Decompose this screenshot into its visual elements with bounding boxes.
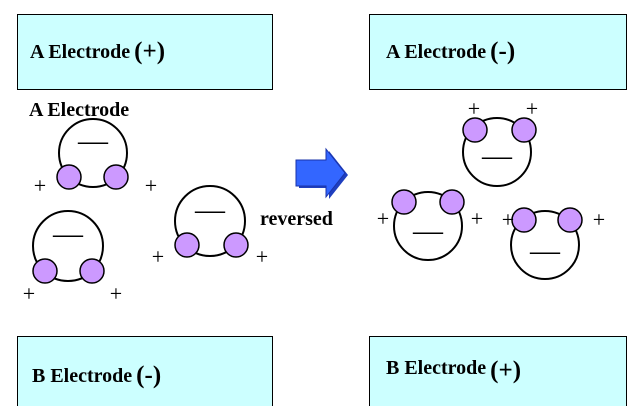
positive-charge: + bbox=[593, 207, 605, 232]
box-title: B Electrode bbox=[32, 364, 133, 387]
positive-charge: + bbox=[471, 206, 483, 231]
b-electrode-positive-box: B Electrode(+) bbox=[369, 336, 627, 406]
positive-charge: + bbox=[377, 206, 389, 231]
ion bbox=[462, 117, 488, 143]
negative-charge: — bbox=[412, 214, 444, 247]
positive-charge: + bbox=[145, 173, 157, 198]
reversed-label: reversed bbox=[260, 208, 333, 230]
polarity-sign: (+) bbox=[490, 357, 522, 384]
positive-charge: + bbox=[468, 96, 480, 121]
positive-charge: + bbox=[526, 96, 538, 121]
ion bbox=[223, 232, 249, 258]
box-title: B Electrode bbox=[386, 357, 487, 379]
positive-charge: + bbox=[110, 281, 122, 306]
negative-charge: — bbox=[52, 217, 84, 250]
particle-right-1: — + + bbox=[462, 96, 538, 187]
right-arrow-icon bbox=[295, 147, 348, 199]
polarity-sign: (+) bbox=[134, 38, 166, 65]
particle-right-2: — + + bbox=[377, 189, 483, 261]
ion bbox=[32, 258, 58, 284]
ion bbox=[511, 117, 537, 143]
positive-charge: + bbox=[152, 244, 164, 269]
ion bbox=[174, 232, 200, 258]
negative-charge: — bbox=[481, 139, 513, 172]
a-electrode-negative-box: A Electrode(-) bbox=[369, 14, 627, 90]
positive-charge: + bbox=[34, 173, 46, 198]
negative-charge: — bbox=[529, 234, 561, 267]
particle-left-3: — + + bbox=[152, 185, 268, 269]
ion bbox=[391, 189, 417, 215]
a-electrode-label: A Electrode bbox=[29, 99, 130, 121]
ion bbox=[439, 189, 465, 215]
ion bbox=[511, 207, 537, 233]
ion bbox=[79, 258, 105, 284]
b-electrode-negative-box: B Electrode(-) bbox=[17, 336, 273, 406]
particle-left-1: — + + bbox=[34, 118, 157, 198]
negative-charge: — bbox=[77, 124, 109, 157]
positive-charge: + bbox=[256, 244, 268, 269]
polarity-sign: (-) bbox=[136, 362, 162, 389]
ion bbox=[557, 207, 583, 233]
particle-right-3: — + + bbox=[502, 207, 605, 280]
positive-charge: + bbox=[502, 207, 514, 232]
particle-left-2: — + + bbox=[23, 210, 122, 306]
ion bbox=[103, 164, 129, 190]
negative-charge: — bbox=[194, 193, 226, 226]
ion bbox=[56, 164, 82, 190]
a-electrode-positive-box: A Electrode(+) bbox=[17, 14, 273, 90]
polarity-sign: (-) bbox=[490, 38, 516, 65]
positive-charge: + bbox=[23, 281, 35, 306]
box-title: A Electrode bbox=[30, 40, 131, 63]
box-title: A Electrode bbox=[386, 40, 487, 63]
